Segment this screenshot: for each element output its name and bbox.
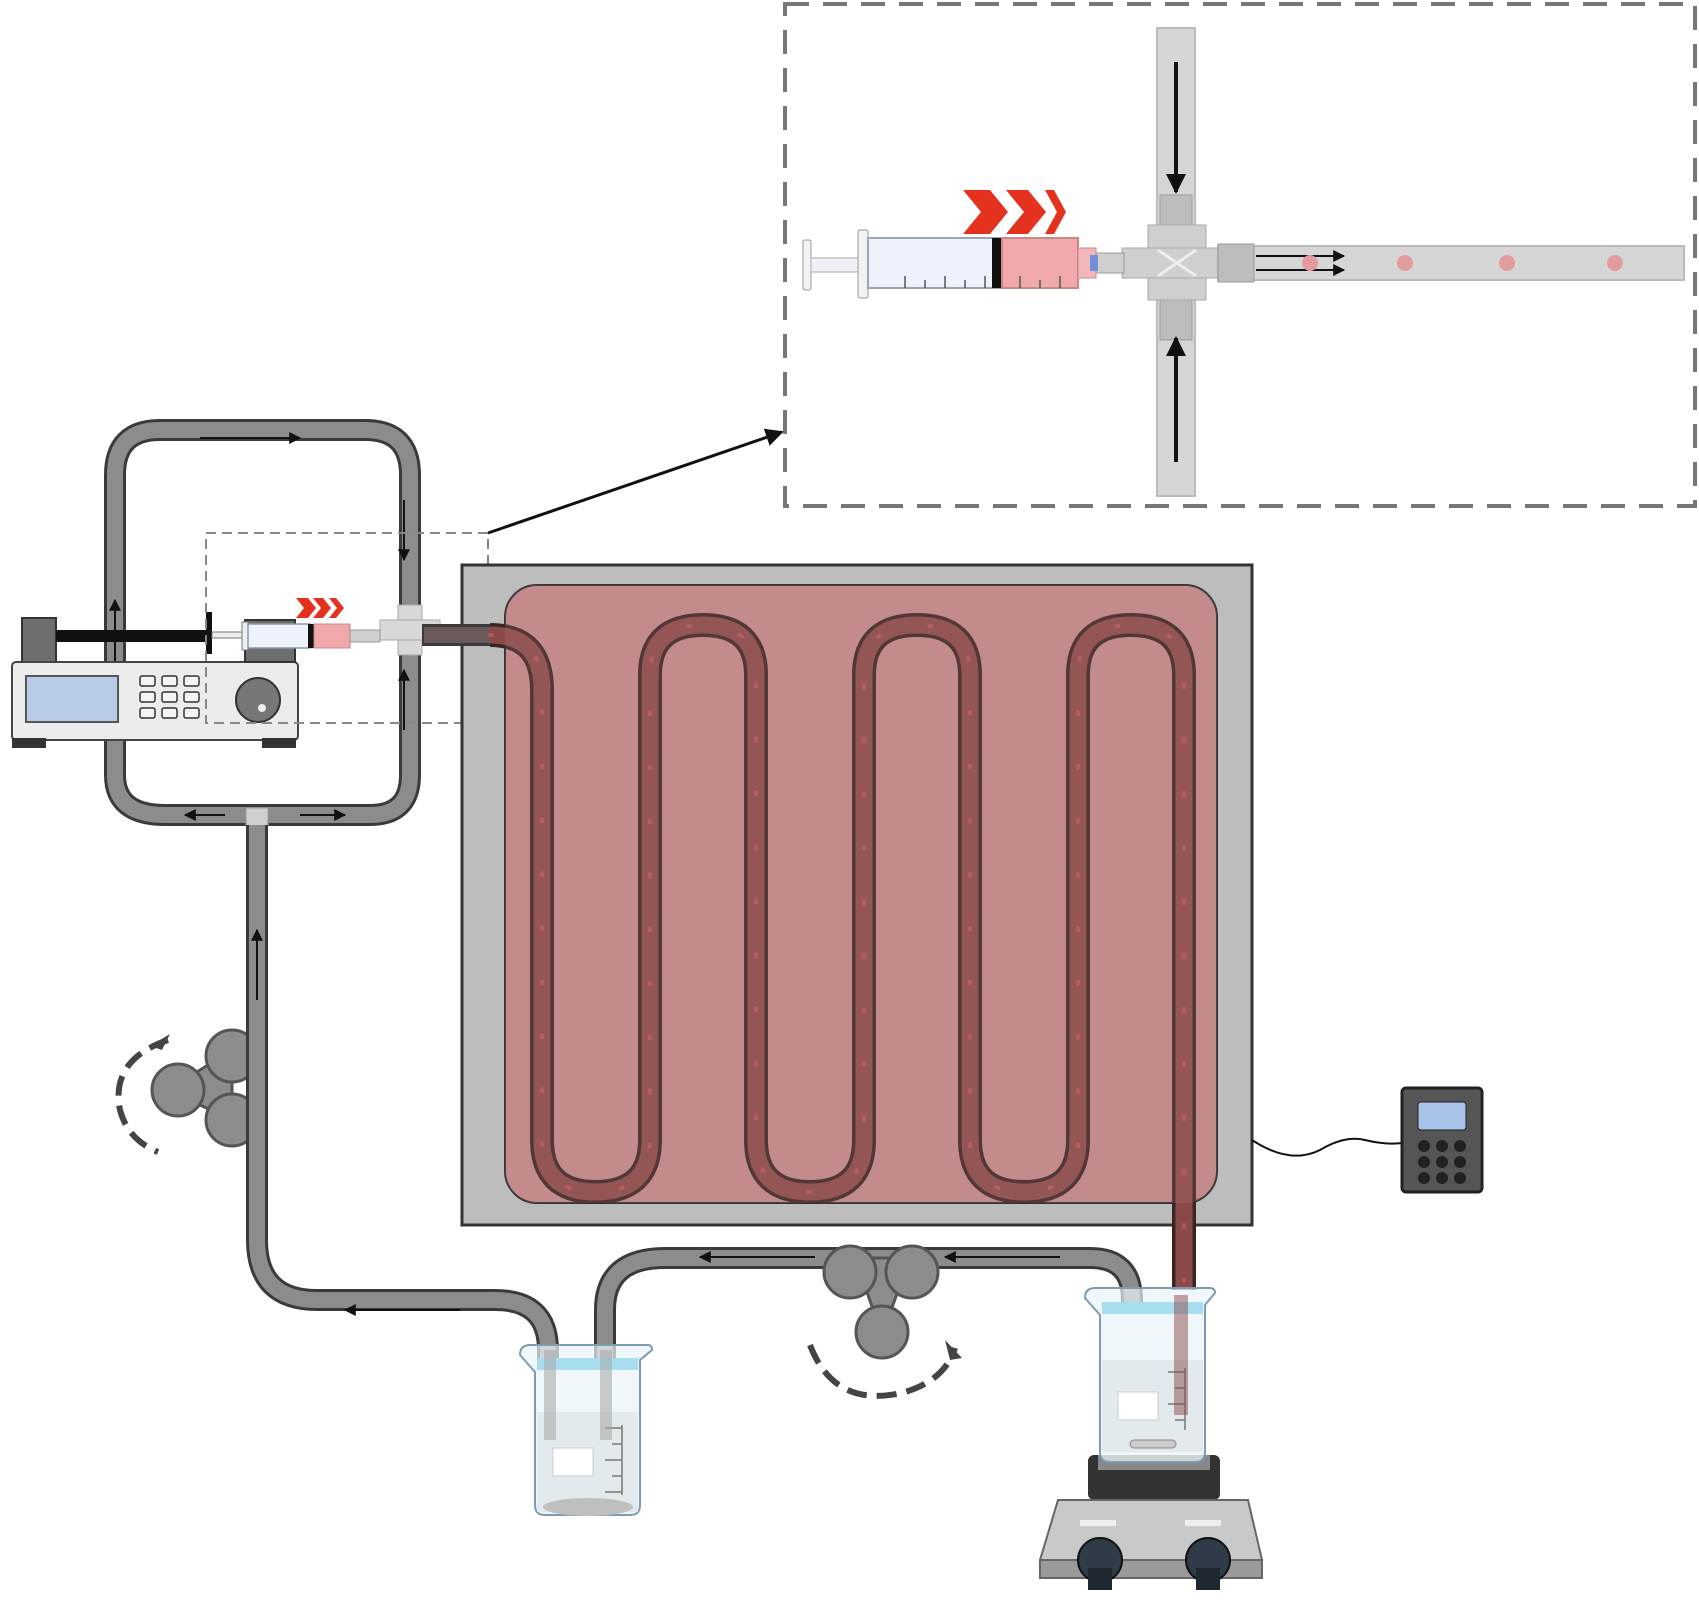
stir-bar <box>1129 1439 1177 1449</box>
peristaltic-pump-bottom <box>807 1244 962 1399</box>
inset-dashed-frame <box>783 2 1697 508</box>
inset-flow-chevrons <box>963 190 1066 234</box>
keypad <box>139 675 200 719</box>
zoom-inset <box>783 2 1697 508</box>
inset-cross-junction <box>1121 224 1233 301</box>
inset-syringe <box>802 229 1125 299</box>
beaker-left <box>518 1344 654 1516</box>
pump-knob <box>235 677 281 723</box>
bath-fluid-overlay <box>505 585 1217 1203</box>
left-loop-tubing <box>104 419 421 826</box>
serpentine-coil <box>488 612 1196 1292</box>
peristaltic-pump-left <box>115 1028 260 1155</box>
beaker-right <box>1083 1287 1217 1463</box>
syringe-pump <box>11 598 381 748</box>
controller-cable <box>1251 1137 1403 1157</box>
controller-display <box>1417 1101 1467 1131</box>
return-tubing <box>594 1247 1143 1360</box>
rotation-arrow <box>807 1343 958 1399</box>
rotation-arrow <box>115 1037 169 1155</box>
feed-tube <box>245 807 559 1360</box>
hot-plate-stirrer <box>1038 1455 1264 1590</box>
inset-outlet-tube <box>1217 243 1685 283</box>
temperature-controller <box>1251 1086 1484 1194</box>
zoom-pointer-line <box>487 428 784 535</box>
pump-flow-chevrons <box>296 598 344 618</box>
